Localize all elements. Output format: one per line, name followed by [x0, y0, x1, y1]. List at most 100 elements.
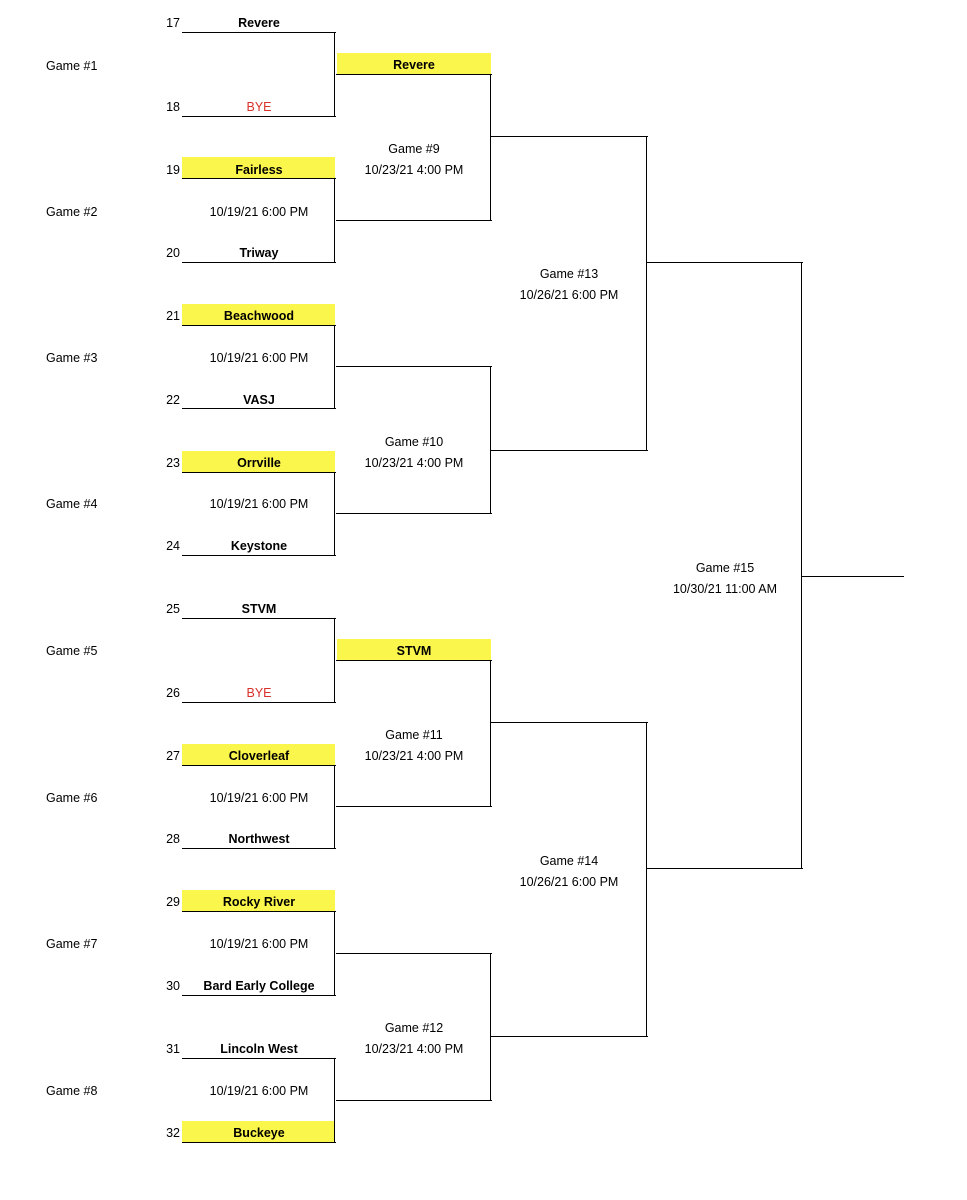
connector-game-2 [334, 178, 336, 263]
game-13-label: Game #13 [539, 267, 599, 281]
team-lincoln-west: Lincoln West [220, 1042, 298, 1056]
game-9-date: 10/23/21 4:00 PM [364, 163, 464, 177]
seed-31: 31 [166, 1042, 180, 1056]
game-15-date: 10/30/21 11:00 AM [672, 582, 778, 596]
game-15-label: Game #15 [695, 561, 755, 575]
team-vasj: VASJ [243, 393, 275, 407]
highlight-beachwood [182, 304, 335, 325]
game-10-date: 10/23/21 4:00 PM [364, 456, 464, 470]
game-2-date: 10/19/21 6:00 PM [209, 205, 309, 219]
team-revere: Revere [238, 16, 280, 30]
line-r2-revere [336, 74, 492, 76]
team-northwest: Northwest [228, 832, 290, 846]
line-r2-g8-winner [336, 1100, 492, 1102]
highlight-fairless [182, 157, 335, 178]
line-seed-19 [182, 178, 336, 180]
game-11-label: Game #11 [385, 728, 443, 742]
game-4-label: Game #4 [46, 497, 98, 511]
game-8-date: 10/19/21 6:00 PM [209, 1084, 309, 1098]
team-orrville: Orrville [237, 456, 281, 470]
connector-game-12 [490, 953, 492, 1101]
highlight-orrville [182, 451, 335, 472]
team-triway: Triway [239, 246, 279, 260]
line-r2-stvm [336, 660, 492, 662]
connector-game-13 [646, 136, 648, 451]
team-bard-early-college: Bard Early College [203, 979, 315, 993]
seed-30: 30 [166, 979, 180, 993]
line-seed-28 [182, 848, 336, 850]
line-seed-30 [182, 995, 336, 997]
connector-game-10 [490, 366, 492, 514]
line-seed-20 [182, 262, 336, 264]
seed-22: 22 [166, 393, 180, 407]
team-bye-2: BYE [246, 686, 272, 700]
line-seed-21 [182, 325, 336, 327]
connector-game-6 [334, 765, 336, 849]
game-14-label: Game #14 [539, 854, 599, 868]
highlight-cloverleaf [182, 744, 335, 765]
game-8-label: Game #8 [46, 1084, 98, 1098]
line-r3-g12-winner [491, 1036, 648, 1038]
seed-17: 17 [166, 16, 180, 30]
connector-game-5 [334, 618, 336, 703]
game-11-date: 10/23/21 4:00 PM [364, 749, 464, 763]
line-seed-29 [182, 911, 336, 913]
line-seed-26 [182, 702, 336, 704]
seed-28: 28 [166, 832, 180, 846]
team-buckeye: Buckeye [233, 1126, 285, 1140]
game-2-label: Game #2 [46, 205, 98, 219]
line-seed-32 [182, 1142, 336, 1144]
seed-18: 18 [166, 100, 180, 114]
team-fairless: Fairless [235, 163, 283, 177]
r2-team-stvm: STVM [396, 644, 432, 658]
game-14-date: 10/26/21 6:00 PM [519, 875, 619, 889]
seed-27: 27 [166, 749, 180, 763]
seed-23: 23 [166, 456, 180, 470]
connector-game-15 [801, 262, 803, 869]
team-stvm: STVM [241, 602, 277, 616]
connector-game-8 [334, 1058, 336, 1143]
line-seed-27 [182, 765, 336, 767]
line-final-g13-winner [647, 262, 803, 264]
game-10-label: Game #10 [384, 435, 444, 449]
game-1-label: Game #1 [46, 59, 98, 73]
connector-game-1 [334, 32, 336, 117]
line-seed-22 [182, 408, 336, 410]
seed-26: 26 [166, 686, 180, 700]
game-9-label: Game #9 [388, 142, 440, 156]
highlight-rocky-river [182, 890, 335, 911]
line-seed-24 [182, 555, 336, 557]
connector-game-9 [490, 74, 492, 221]
line-r2-g2-winner [336, 220, 492, 222]
line-champion [802, 576, 904, 578]
game-4-date: 10/19/21 6:00 PM [209, 497, 309, 511]
team-keystone: Keystone [230, 539, 288, 553]
highlight-buckeye [182, 1121, 335, 1142]
connector-game-7 [334, 911, 336, 996]
game-5-label: Game #5 [46, 644, 98, 658]
game-6-label: Game #6 [46, 791, 98, 805]
seed-24: 24 [166, 539, 180, 553]
line-seed-18 [182, 116, 336, 118]
game-12-date: 10/23/21 4:00 PM [364, 1042, 464, 1056]
connector-game-11 [490, 660, 492, 807]
line-final-g14-winner [647, 868, 803, 870]
seed-25: 25 [166, 602, 180, 616]
team-rocky-river: Rocky River [222, 895, 296, 909]
highlight-stvm-r2 [337, 639, 491, 660]
team-cloverleaf: Cloverleaf [228, 749, 290, 763]
line-r2-g7-winner [336, 953, 492, 955]
game-6-date: 10/19/21 6:00 PM [209, 791, 309, 805]
seed-29: 29 [166, 895, 180, 909]
game-7-date: 10/19/21 6:00 PM [209, 937, 309, 951]
line-seed-25 [182, 618, 336, 620]
team-bye-1: BYE [246, 100, 272, 114]
seed-20: 20 [166, 246, 180, 260]
highlight-revere-r2 [337, 53, 491, 74]
connector-game-4 [334, 472, 336, 556]
seed-21: 21 [166, 309, 180, 323]
game-3-date: 10/19/21 6:00 PM [209, 351, 309, 365]
line-seed-17 [182, 32, 336, 34]
line-r3-g9-winner [491, 136, 648, 138]
line-seed-31 [182, 1058, 336, 1060]
